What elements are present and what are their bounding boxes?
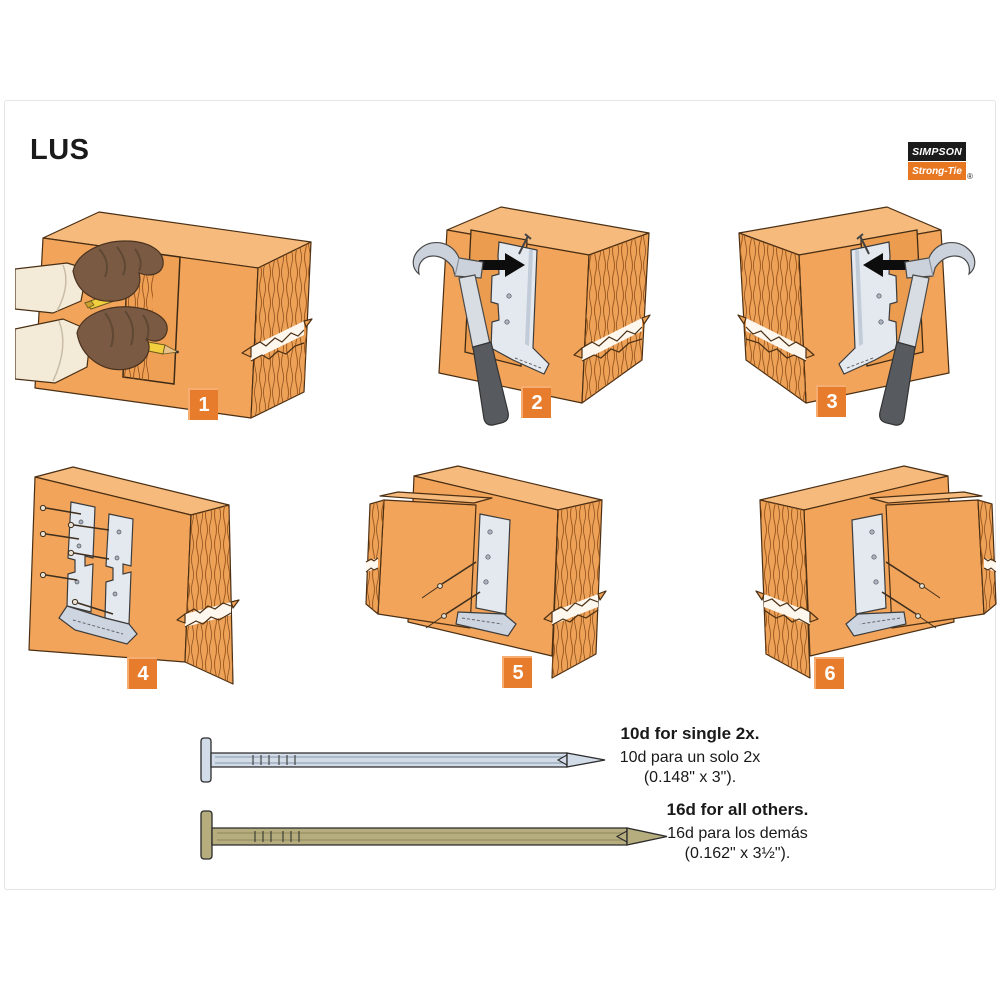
header-beam bbox=[34, 211, 313, 419]
nail-10d-illustration bbox=[200, 737, 606, 783]
nail-16d-dimensions: (0.162" x 3½"). bbox=[684, 845, 791, 862]
nail-10d-subtitle: 10d para un solo 2x bbox=[619, 749, 761, 766]
arrow-icon bbox=[479, 253, 525, 277]
break-mark bbox=[176, 599, 240, 628]
nails bbox=[881, 561, 941, 629]
joist-beam bbox=[365, 491, 493, 629]
joist-beam bbox=[869, 491, 997, 629]
joist-hanger bbox=[475, 513, 511, 615]
nail-16d-title: 16d for all others. bbox=[666, 800, 809, 819]
break-mark bbox=[983, 557, 997, 573]
break-mark bbox=[543, 590, 607, 626]
break-mark bbox=[241, 318, 313, 362]
logo-strongtie: Strong-Tie bbox=[908, 162, 966, 180]
step-2-illustration bbox=[412, 206, 651, 426]
page-title: LUS bbox=[30, 134, 90, 166]
step-5-illustration bbox=[365, 465, 607, 679]
nail-16d-illustration bbox=[200, 810, 668, 860]
break-mark bbox=[573, 314, 651, 362]
hanger-seat bbox=[845, 611, 907, 637]
break-mark bbox=[365, 557, 379, 573]
registered-trademark: ® bbox=[967, 172, 973, 181]
gloved-hands bbox=[15, 240, 180, 384]
logo-simpson: SIMPSON bbox=[908, 142, 966, 161]
arrow-icon bbox=[863, 253, 909, 277]
hammer bbox=[412, 241, 509, 426]
nail-10d-title: 10d for single 2x. bbox=[620, 724, 760, 743]
joist-hanger bbox=[851, 513, 887, 615]
simpson-strongtie-logo: SIMPSON Strong-Tie bbox=[908, 142, 966, 180]
header-beam bbox=[28, 466, 240, 685]
nail-10d-dimensions: (0.148" x 3"). bbox=[643, 769, 737, 786]
break-mark bbox=[737, 314, 815, 362]
step-3-illustration bbox=[737, 206, 976, 426]
hammer bbox=[879, 241, 976, 426]
nail bbox=[518, 233, 532, 255]
step-badge-5: 5 bbox=[502, 656, 532, 688]
step-badge-6: 6 bbox=[814, 657, 844, 689]
nails bbox=[39, 504, 114, 615]
joist-hanger bbox=[58, 501, 138, 645]
step-badge-2: 2 bbox=[521, 386, 551, 418]
hanger-seat bbox=[455, 611, 517, 637]
nail-10d-spec: 10d for single 2x. 10d para un solo 2x (… bbox=[600, 724, 780, 787]
step-6-illustration bbox=[755, 465, 997, 679]
step-badge-1: 1 bbox=[188, 388, 218, 420]
step-badge-4: 4 bbox=[127, 657, 157, 689]
nail-16d-subtitle: 16d para los demás bbox=[667, 825, 808, 842]
nail bbox=[856, 233, 870, 255]
break-mark bbox=[755, 590, 819, 626]
nails bbox=[421, 561, 481, 629]
step-1-illustration bbox=[15, 211, 313, 419]
step-4-illustration bbox=[28, 466, 240, 685]
nail-16d-spec: 16d for all others. 16d para los demás (… bbox=[645, 800, 830, 863]
step-badge-3: 3 bbox=[816, 385, 846, 417]
